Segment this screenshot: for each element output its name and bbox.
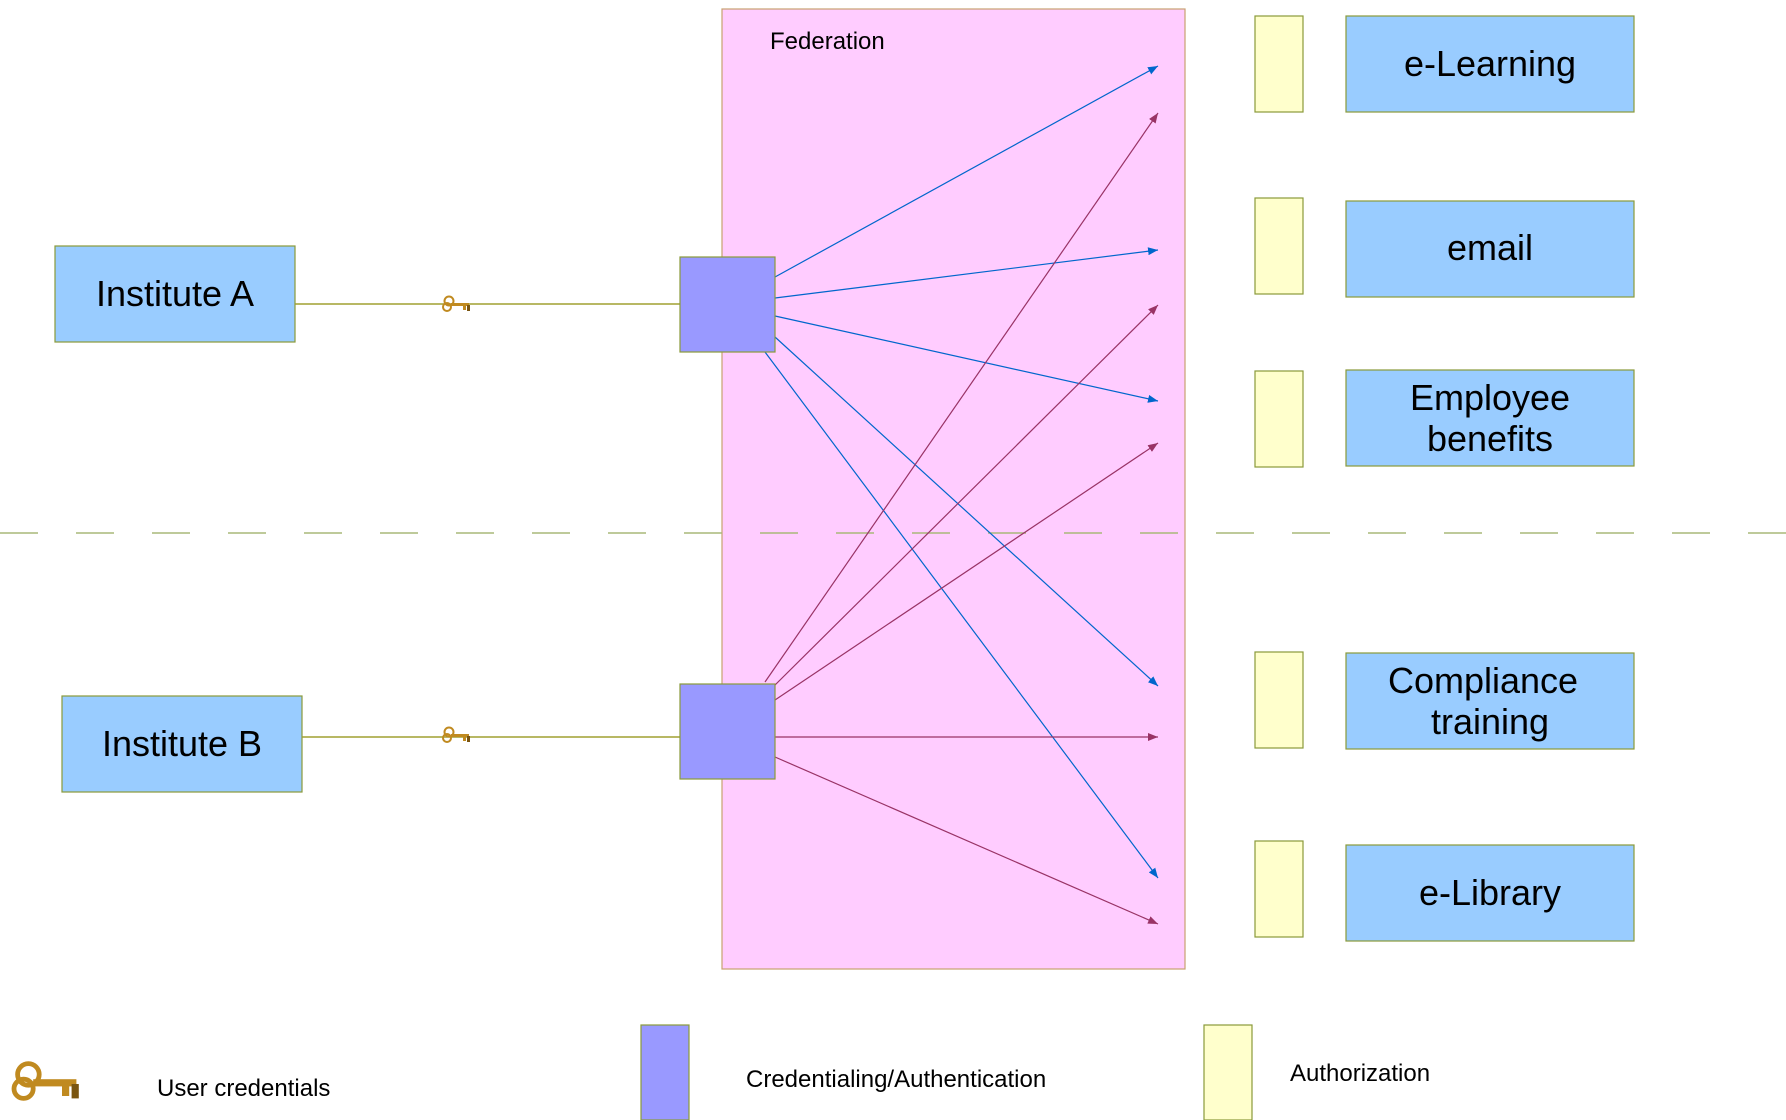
federation-label: Federation <box>770 28 885 55</box>
federation-region <box>721 8 1186 970</box>
institute-a-label: Institute A <box>96 273 254 314</box>
service-elibrary: e-Library <box>1345 844 1635 942</box>
arrows-institute-a <box>764 65 1159 879</box>
service-elibrary-label: e-Library <box>1419 872 1561 913</box>
service-compliance-label-line1: Compliance <box>1388 660 1578 701</box>
legend-authorization-swatch <box>1203 1024 1253 1120</box>
legend-authentication-label: Credentialing/Authentication <box>746 1066 1046 1093</box>
service-compliance: Compliance training <box>1345 652 1635 750</box>
authorization-box <box>1254 651 1304 749</box>
service-email-label: email <box>1447 227 1533 268</box>
arrow-a-elibrary <box>764 351 1159 879</box>
authentication-box-b <box>679 683 776 780</box>
key-icon <box>442 726 471 743</box>
arrow-b-email <box>769 304 1159 691</box>
service-email: email <box>1345 200 1635 298</box>
legend: User credentials Credentialing/Authentic… <box>14 1024 1430 1120</box>
service-elearning: e-Learning <box>1345 15 1635 113</box>
arrow-b-elearning <box>764 112 1159 683</box>
arrows-institute-b <box>764 112 1159 925</box>
authorization-box <box>1254 197 1304 295</box>
service-compliance-label-line2: training <box>1431 701 1549 742</box>
key-icon <box>442 295 471 312</box>
arrow-a-compliance <box>774 336 1159 687</box>
institute-a-box <box>54 245 296 343</box>
arrow-a-email <box>774 247 1159 299</box>
institute-b-label: Institute B <box>102 723 262 764</box>
service-benefits-label-line1: Employee <box>1410 377 1570 418</box>
service-benefits-label-line2: benefits <box>1427 418 1553 459</box>
authorization-box <box>1254 840 1304 938</box>
service-elearning-label: e-Learning <box>1404 43 1576 84</box>
authentication-box-a <box>679 256 776 353</box>
key-icon <box>14 1064 79 1099</box>
arrow-b-elibrary <box>774 756 1159 925</box>
legend-authentication-swatch <box>640 1024 690 1120</box>
arrow-a-benefits <box>774 315 1159 403</box>
legend-authorization-label: Authorization <box>1290 1060 1430 1087</box>
service-benefits: Employee benefits <box>1345 369 1635 467</box>
arrow-b-benefits <box>774 442 1159 701</box>
institute-b-box <box>61 695 303 793</box>
legend-credentials-label: User credentials <box>157 1075 330 1102</box>
arrow-a-elearning <box>774 65 1159 278</box>
authorization-box <box>1254 15 1304 113</box>
authorization-box <box>1254 370 1304 468</box>
